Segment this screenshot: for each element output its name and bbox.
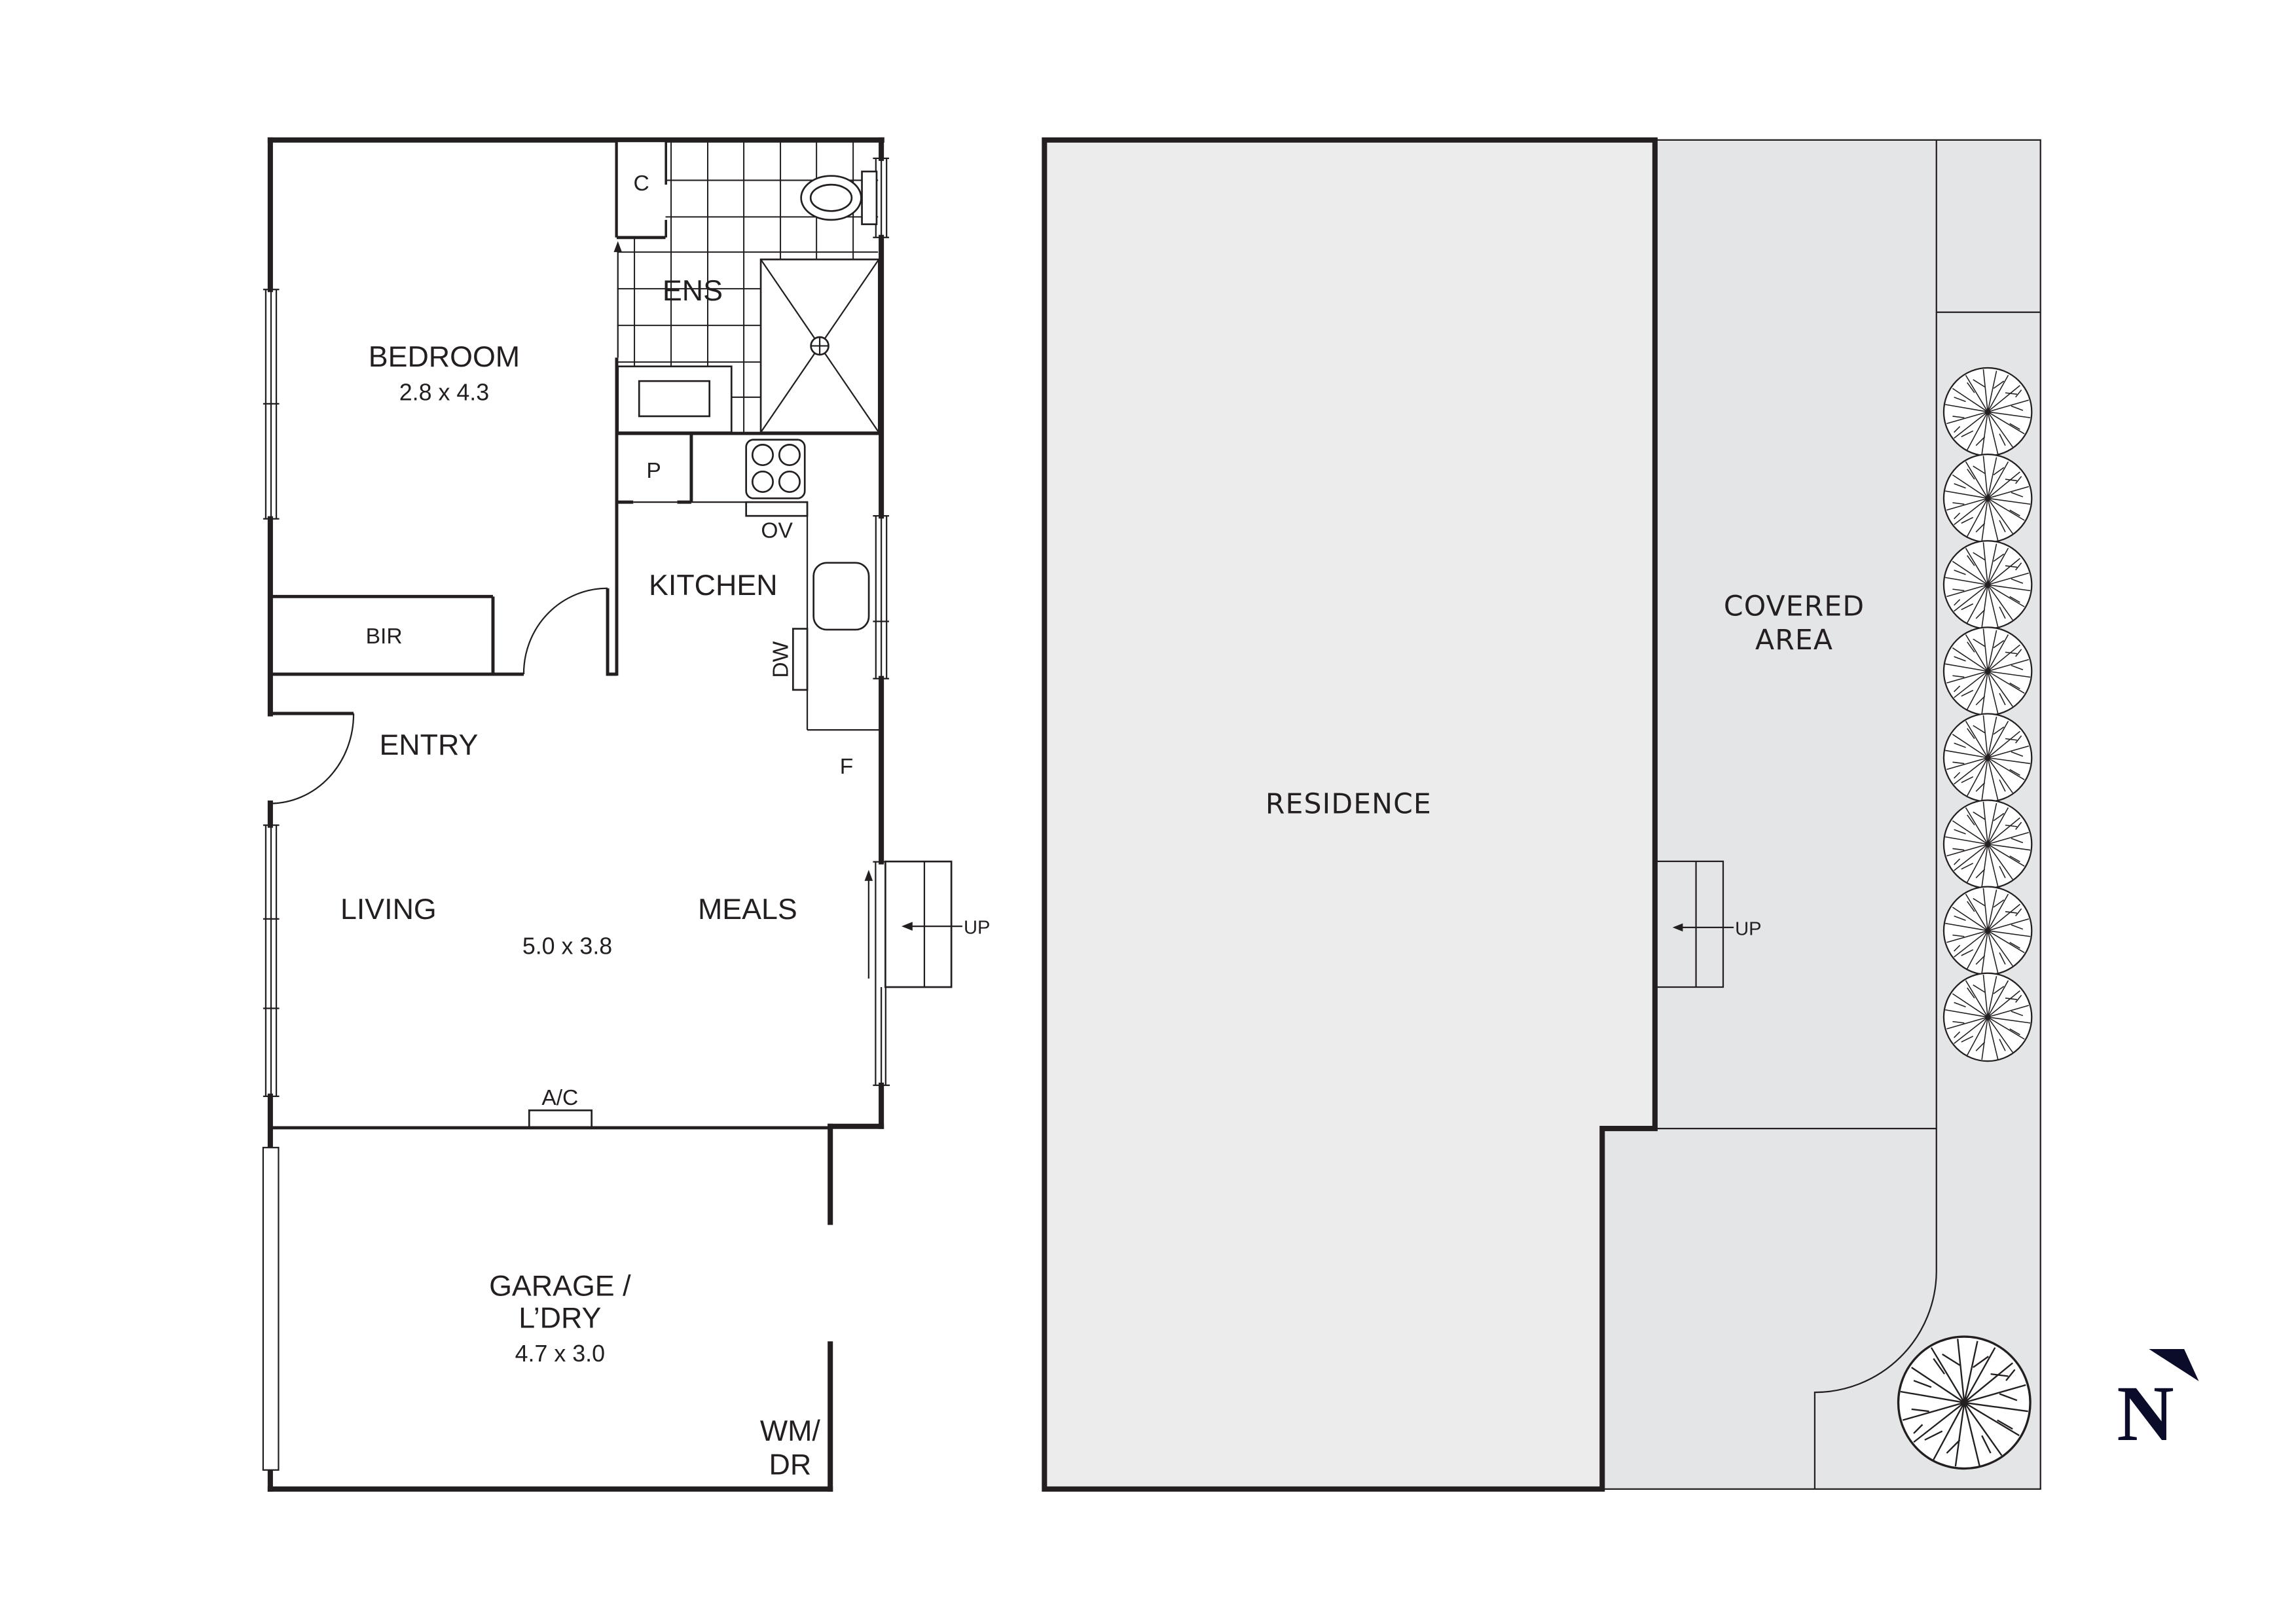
tree-icon (1942, 454, 2033, 543)
tree-icon (1942, 713, 2033, 802)
north-arrow-icon: N (2117, 1349, 2199, 1458)
covered-area-label-line2: AREA (1755, 624, 1833, 657)
toilet (800, 170, 878, 225)
tree-icon (1942, 799, 2033, 890)
bir-label: BIR (366, 624, 403, 649)
bedroom-door-swing (522, 587, 608, 674)
cupboard (617, 142, 665, 236)
shower (759, 258, 880, 433)
tree-icon (1942, 540, 2033, 630)
washer-dryer-label-line1: WM/ (760, 1415, 821, 1447)
bedroom-window (263, 289, 280, 520)
ensuite-tiles (617, 142, 879, 433)
living-meals-dimensions: 5.0 x 3.8 (522, 933, 612, 960)
cupboard-label: C (633, 171, 649, 196)
tree-icon (1942, 886, 2033, 976)
fridge-label: F (840, 755, 854, 779)
tree-icon (1897, 1335, 2032, 1470)
bedroom-dimensions: 2.8 x 4.3 (399, 379, 489, 405)
residence (1042, 137, 1658, 1492)
unit-stairs (884, 860, 962, 988)
ensuite-label: ENS (663, 274, 723, 307)
dishwasher (792, 628, 809, 691)
windows (262, 157, 890, 1471)
tree-icon (1942, 626, 2033, 716)
site-stairs-up-label: UP (1735, 919, 1761, 940)
kitchen-fixtures (691, 439, 880, 731)
vanity (617, 365, 733, 433)
meals-label: MEALS (698, 893, 797, 926)
cooktop (745, 439, 806, 499)
tree-icon (1942, 972, 2033, 1062)
washer-dryer-label-line2: DR (769, 1448, 812, 1481)
covered-area-label-line1: COVERED (1724, 590, 1865, 622)
bedroom-label: BEDROOM (369, 340, 520, 373)
outer-walls (267, 137, 884, 1492)
ac-label: A/C (541, 1086, 578, 1110)
living-label: LIVING (340, 893, 437, 926)
site-plan: UP RESIDENCE COVERED AREA (1042, 137, 2041, 1492)
tree-icon (1942, 367, 2033, 457)
oven (745, 501, 809, 517)
unit-labels: BEDROOM 2.8 x 4.3 ENS C P KITCHEN OV DW … (340, 171, 990, 1481)
living-window (263, 824, 280, 1097)
ensuite-fixtures (617, 142, 880, 433)
garage-dimensions: 4.7 x 3.0 (515, 1341, 605, 1367)
site-stairs: UP (1654, 860, 1762, 988)
entry-door-swing (270, 713, 355, 804)
ensuite-sliding-door (613, 241, 623, 358)
pantry-label: P (646, 459, 661, 483)
air-conditioner (528, 1109, 593, 1128)
entry-label: ENTRY (379, 729, 478, 761)
garage-label-line1: GARAGE / (489, 1269, 631, 1302)
residence-label: RESIDENCE (1266, 789, 1432, 821)
dishwasher-label: DW (769, 641, 793, 677)
kitchen-label: KITCHEN (649, 569, 777, 602)
garage-label-line2: L’DRY (519, 1302, 601, 1335)
oven-label: OV (761, 519, 793, 543)
garage-window (262, 1147, 280, 1471)
interior-walls (270, 142, 880, 1130)
kitchen-window (873, 515, 889, 679)
sink (812, 562, 870, 631)
doors (270, 241, 623, 804)
unit-stairs-up-label: UP (964, 917, 990, 938)
unit-plan: BEDROOM 2.8 x 4.3 ENS C P KITCHEN OV DW … (262, 137, 990, 1492)
north-letter: N (2117, 1370, 2174, 1458)
